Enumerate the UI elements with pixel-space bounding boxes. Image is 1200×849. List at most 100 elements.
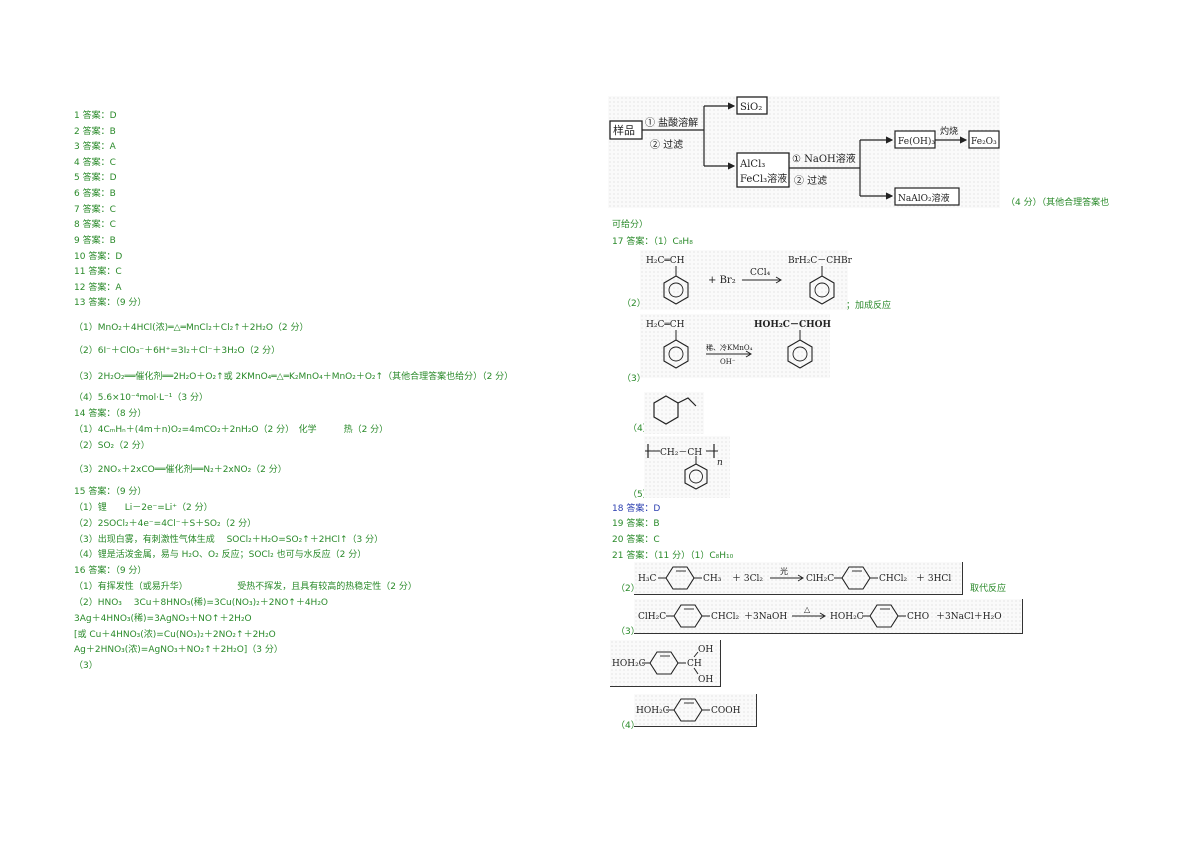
flow-filter: ② 过滤 — [794, 174, 827, 187]
flow-naalo2: NaAlO₂溶液 — [898, 192, 950, 204]
q14-line: 14 答案：（8 分） — [74, 409, 147, 419]
flow-alcl3: AlCl₃ — [739, 159, 765, 170]
chem-br2: + Br₂ — [708, 275, 736, 286]
benzene-ring — [869, 604, 899, 628]
arrow-head — [745, 350, 752, 358]
q21-product-4: HOH₂C COOH — [634, 694, 757, 727]
flow-score: （4 分）（其他合理答案也 — [1006, 198, 1110, 208]
q21-marker-2: （2） — [616, 584, 640, 594]
q13-line: （4）5.6×10⁻⁴mol·L⁻¹（3 分） — [74, 393, 208, 403]
q17-polymer-5: CH₂－CH n — [644, 436, 730, 498]
q17-reaction-2: H₂C═CH + Br₂ CCl₄ BrH₂C－CHBr — [640, 250, 853, 310]
q17-marker-3: （3） — [622, 374, 646, 384]
chem-light: 光 — [780, 566, 788, 576]
answer-line: 3 答案：A — [74, 142, 116, 152]
benzene-ring — [663, 275, 689, 305]
q16-line: [或 Cu＋4HNO₃(浓)=Cu(NO₃)₂＋2NO₂↑＋2H₂O — [74, 630, 276, 640]
q21-reaction-2: H₃C CH₃ ＋ 3Cl₂ 光 ClH₂C CHCl₂ ＋ 3HCl — [634, 562, 963, 595]
chem-hoh2c: HOH₂C — [830, 612, 864, 622]
addition-reaction: ；加成反应 — [846, 301, 892, 311]
answer-line: 12 答案：A — [74, 283, 122, 293]
chem-h3c: H₃C — [638, 574, 656, 584]
q17-marker-4: （4） — [628, 424, 652, 434]
chem-ch: CH — [687, 659, 702, 669]
q17-reaction-3: H₂C═CH 稀、冷KMnO₄ OH⁻ HOH₂C－CHOH — [640, 314, 831, 378]
benzene-ring — [684, 463, 708, 490]
q16-line: （3） — [74, 661, 98, 671]
benzene-circle — [792, 346, 808, 362]
answer-line: 1 答案：D — [74, 111, 117, 121]
q17-marker-5: （5） — [628, 490, 652, 500]
answer-line: 13 答案：（9 分） — [74, 298, 147, 308]
answer-line: 7 答案：C — [74, 205, 116, 215]
chem-oh: OH⁻ — [720, 358, 736, 366]
answer-line: 8 答案：C — [74, 220, 116, 230]
chem-nacl-h2o: ＋3NaCl＋H₂O — [936, 611, 1002, 622]
q16-line: 3Ag＋4HNO₃(稀)=3AgNO₃＋NO↑＋2H₂O — [74, 614, 252, 624]
q21-reaction-3: ClH₂C CHCl₂ ＋3NaOH △ HOH₂C CHO ＋3NaCl＋H₂… — [634, 599, 1023, 634]
chem-oh1: OH — [698, 645, 713, 655]
chem-clh2c: ClH₂C — [638, 612, 666, 622]
bond — [693, 651, 699, 658]
benzene-ring — [663, 339, 689, 369]
chem-naoh3: ＋3NaOH — [744, 611, 787, 622]
q14-line: （3）2NOₓ＋2xCO══催化剂══N₂＋2xNO₂（2 分） — [74, 465, 287, 475]
chem-cl2: ＋ 3Cl₂ — [732, 573, 763, 584]
naalo2-box — [894, 187, 960, 206]
chem-ch3: CH₃ — [703, 574, 722, 584]
answer-19: 19 答案：B — [612, 519, 660, 529]
flow-naoh: ① NaOH溶液 — [792, 152, 856, 165]
q16-line: Ag＋2HNO₃(浓)=AgNO₃＋NO₂↑＋2H₂O]（3 分） — [74, 645, 283, 655]
q15-line: （2）2SOCl₂＋4e⁻=4Cl⁻＋S＋SO₂（2 分） — [74, 519, 257, 529]
arrow-head — [819, 612, 826, 620]
flow-feoh3: Fe(OH)₃ — [898, 136, 935, 147]
chem-ccl4: CCl₄ — [750, 268, 771, 278]
q13-line: （3）2H₂O₂══催化剂══2H₂O＋O₂↑或 2KMnO₄═△═K₂MnO₄… — [74, 372, 514, 382]
cyclohexane-ring — [653, 395, 679, 425]
q21-intermediate: HOH₂C CH OH OH — [610, 640, 721, 687]
flow-step2: ② 过滤 — [650, 138, 683, 151]
answer-line: 9 答案：B — [74, 236, 116, 246]
benzene-ring — [673, 698, 703, 722]
benzene-ring — [665, 566, 695, 590]
flow-sample: 样品 — [613, 123, 635, 137]
bond — [693, 667, 699, 675]
benzene-circle — [668, 346, 684, 362]
arrow-head — [797, 574, 804, 582]
chem-brh2c-chbr: BrH₂C－CHBr — [788, 256, 853, 266]
chem-cooh: COOH — [711, 706, 741, 716]
arrow-head — [775, 276, 782, 284]
benzene-ring — [841, 566, 871, 590]
chem-hcl: ＋ 3HCl — [916, 573, 951, 584]
answer-line: 2 答案：B — [74, 127, 116, 137]
benzene-ring — [809, 275, 835, 305]
chem-chcl2: CHCl₂ — [711, 612, 739, 622]
ethyl-chain — [677, 397, 697, 407]
q16-line: （1）有挥发性（或易升华） 受热不挥发，且具有较高的热稳定性（2 分） — [74, 582, 417, 592]
chem-chcl2: CHCl₂ — [879, 574, 907, 584]
answer-line: 5 答案：D — [74, 173, 117, 183]
flow-step1: ① 盐酸溶解 — [645, 116, 698, 129]
fe2o3-box — [968, 130, 1000, 149]
chem-oh2: OH — [698, 675, 713, 685]
chem-delta: △ — [804, 605, 811, 614]
q17-structure-4 — [644, 392, 704, 434]
answer-line: 11 答案：C — [74, 267, 122, 277]
answer-line: 4 答案：C — [74, 158, 116, 168]
q15-line: 15 答案：（9 分） — [74, 487, 147, 497]
benzene-ring — [673, 604, 703, 628]
chem-hoh2c: HOH₂C — [612, 659, 646, 669]
substitution-reaction: 取代反应 — [970, 584, 1007, 594]
flow-fe2o3: Fe₂O₃ — [971, 137, 997, 147]
answer-line: 10 答案：D — [74, 252, 123, 262]
q15-line: （3）出现白雾，有刺激性气体生成 SOCl₂＋H₂O=SO₂↑＋2HCl↑（3 … — [74, 535, 384, 545]
chem-hoh2c: HOH₂C — [636, 706, 670, 716]
flow-sio2: SiO₂ — [740, 102, 762, 113]
benzene-circle — [668, 282, 684, 298]
chem-poly-n: n — [717, 458, 723, 468]
q17-head: 17 答案：（1）C₈H₈ — [612, 237, 693, 247]
chem-hoh2c-choh: HOH₂C－CHOH — [754, 320, 831, 330]
flow-chart: 样品 ① 盐酸溶解 ② 过滤 SiO₂ AlCl₃ FeCl₃溶液 ① NaOH… — [608, 96, 1000, 208]
solution-box — [736, 152, 790, 188]
chem-h2c-ch: H₂C═CH — [646, 256, 685, 266]
